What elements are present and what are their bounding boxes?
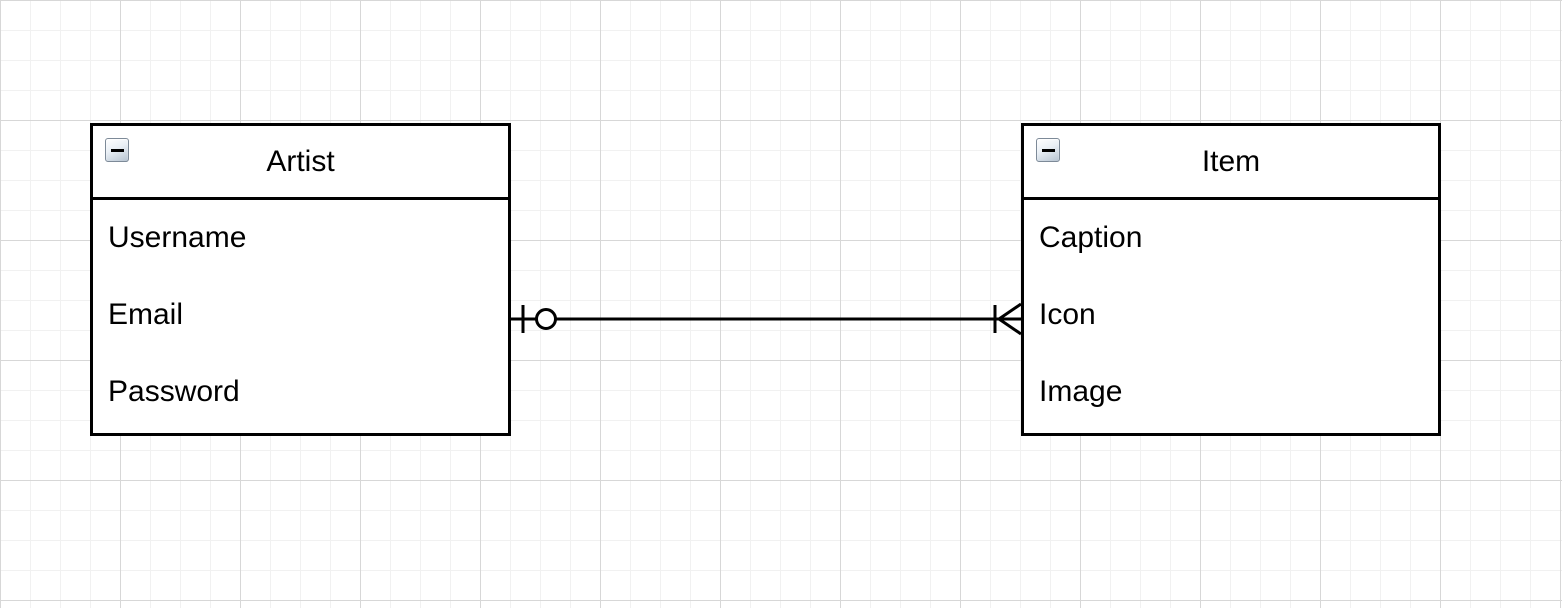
minus-icon bbox=[110, 148, 124, 152]
attribute-list: Caption Icon Image bbox=[1024, 200, 1438, 430]
entity-title: Item bbox=[1201, 144, 1261, 178]
crow-foot-icon bbox=[998, 317, 1022, 336]
crow-foot-icon bbox=[998, 302, 1022, 321]
attribute-row: Email bbox=[108, 298, 184, 331]
attribute-list: Username Email Password bbox=[93, 200, 508, 430]
entity-title: Artist bbox=[266, 144, 335, 178]
attribute-row: Password bbox=[108, 374, 240, 408]
attribute-row: Icon bbox=[1039, 298, 1096, 331]
collapse-button[interactable] bbox=[1036, 138, 1060, 162]
entity-item-header: Item bbox=[1024, 126, 1438, 200]
attribute-row: Image bbox=[1039, 374, 1123, 408]
collapse-button[interactable] bbox=[105, 138, 129, 162]
minus-icon bbox=[1041, 148, 1055, 152]
entity-artist-header: Artist bbox=[93, 126, 508, 200]
attribute-row: Caption bbox=[1039, 221, 1143, 255]
attribute-row: Username bbox=[108, 221, 247, 255]
entity-artist[interactable]: Artist Username Email Password bbox=[90, 123, 511, 436]
entity-item[interactable]: Item Caption Icon Image bbox=[1021, 123, 1441, 436]
zero-circle-icon bbox=[535, 308, 557, 330]
